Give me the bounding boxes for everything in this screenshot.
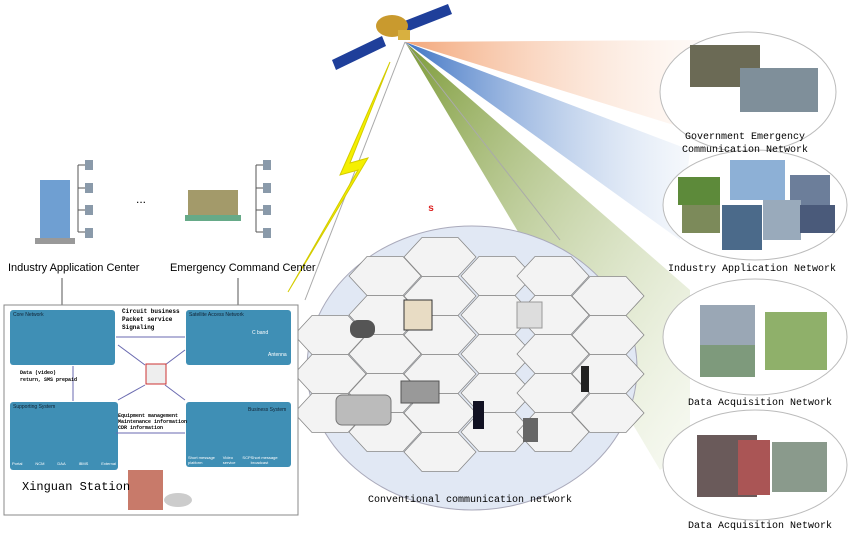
data-acquisition-label-2: Data Acquisition Network: [688, 521, 833, 532]
lightning-icon: [287, 61, 391, 293]
industry-building-icon: [35, 180, 75, 244]
station-building-icon: [128, 470, 192, 510]
phone-icon: [523, 418, 538, 442]
computer-terminals: [85, 160, 271, 238]
equipment-text: Equipment management Maintenance informa…: [118, 413, 187, 431]
label: Short message broadcast: [250, 455, 278, 465]
conventional-network-label: Conventional communication network: [368, 495, 573, 506]
core-network-panel: [10, 310, 115, 365]
gov-network-label: Government Emergency Communication Netwo…: [680, 131, 810, 157]
label: Short message platform: [188, 455, 215, 465]
data-acquisition-bubble-2: [662, 409, 848, 521]
hex-grid: [293, 237, 645, 472]
terminal-icon: [350, 320, 375, 338]
switch-icon: [145, 363, 167, 385]
text-line: Circuit business: [122, 308, 180, 315]
industry-network-bubble: [662, 149, 848, 261]
marker-s: s: [428, 204, 435, 215]
text-line: return, SMS prepaid: [20, 377, 78, 383]
supporting-system-panel: [10, 402, 118, 470]
devices: [335, 299, 589, 442]
core-network-title: Core Network: [13, 312, 44, 318]
supporting-system-title: Supporting System: [13, 404, 56, 410]
text-line: Signaling: [122, 324, 155, 331]
hex-cell: [571, 393, 645, 433]
emergency-center-label: Emergency Command Center: [170, 262, 316, 274]
label: IBMS: [78, 461, 89, 466]
hex-cell: [403, 432, 477, 472]
business-system-title: Business System: [248, 407, 287, 413]
beam-blue: [405, 42, 690, 240]
text-line: Packet service: [122, 316, 173, 323]
ellipsis: ...: [136, 192, 147, 206]
data-acquisition-label-1: Data Acquisition Network: [688, 398, 833, 409]
label: External: [101, 461, 116, 466]
label: Video service: [222, 455, 236, 465]
data-text: Data (video) return, SMS prepaid: [20, 370, 77, 384]
vehicle-icon: [335, 394, 392, 426]
phone-icon: [473, 401, 484, 429]
industry-center-label: Industry Application Center: [8, 262, 140, 274]
industry-network-label: Industry Application Network: [668, 264, 837, 275]
satellite-access-panel: [186, 310, 291, 365]
antenna-label: Antenna: [268, 352, 287, 358]
label: SCP: [242, 455, 251, 460]
tree-lines: [77, 164, 263, 233]
text-line: Equipment management: [118, 413, 179, 419]
satellite-access-title: Satellite Access Network: [189, 312, 244, 318]
text-line: Data (video): [20, 370, 57, 376]
phone-icon: [581, 366, 589, 392]
business-system-panel: [186, 402, 291, 467]
label-line: Communication Network: [681, 145, 809, 156]
command-building-icon: [185, 190, 241, 221]
label: Portal: [12, 461, 23, 466]
laptop-icon: [516, 301, 543, 329]
satellite-icon: [332, 4, 452, 70]
beam-orange: [405, 40, 700, 130]
label: DAA: [57, 461, 66, 466]
circuit-text: Circuit business Packet service Signalin…: [122, 308, 180, 332]
data-acquisition-bubble-1: [662, 278, 848, 396]
text-line: Maintenance information: [118, 419, 188, 425]
station-label: Xinguan Station: [22, 480, 131, 494]
supporting-labels: Portal NCM DAA IBMS External: [12, 461, 116, 466]
beam-edge: [404, 41, 561, 241]
label: NCM: [35, 461, 45, 466]
station-links: [72, 336, 186, 434]
cband-label: C band: [252, 330, 269, 336]
text-line: CDR information: [118, 425, 164, 431]
terminal-icon: [403, 299, 433, 331]
business-labels: Short message platform Video service SCP…: [188, 455, 288, 465]
terminal-icon: [400, 380, 440, 404]
gov-network-bubble: [659, 31, 837, 153]
label-line: Government Emergency: [684, 132, 806, 143]
